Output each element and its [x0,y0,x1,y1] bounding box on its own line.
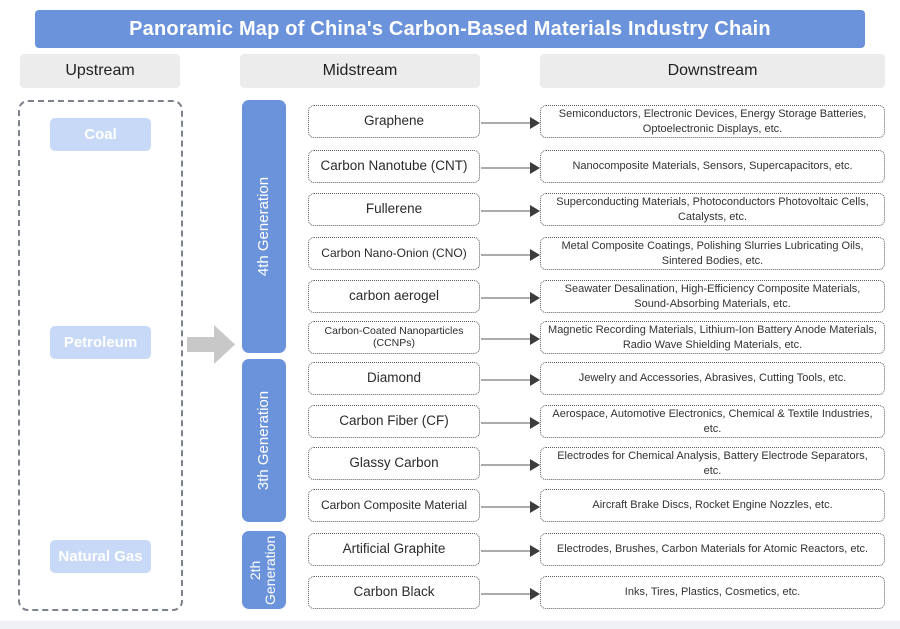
material-box: Carbon Black [308,576,480,609]
material-label: Carbon Composite Material [320,498,468,513]
material-box: Fullerene [308,193,480,226]
connector-line [481,593,532,595]
material-label: Diamond [366,370,422,386]
application-label: Electrodes, Brushes, Carbon Materials fo… [556,543,869,556]
arrow-head-icon [530,417,540,429]
material-label: Graphene [363,113,425,129]
arrow-head-icon [530,117,540,129]
generation-bar-label: 3th Generation [255,390,273,491]
application-box: Electrodes, Brushes, Carbon Materials fo… [540,533,885,566]
column-header-upstream: Upstream [20,54,180,88]
arrow-head-icon [530,292,540,304]
material-box: Carbon-Coated Nanoparticles (CCNPs) [308,321,480,354]
connector-line [481,422,532,424]
material-box: Carbon Nanotube (CNT) [308,150,480,183]
connector-line [481,167,532,169]
material-label: Carbon-Coated Nanoparticles (CCNPs) [324,325,464,349]
connector-line [481,254,532,256]
application-box: Metal Composite Coatings, Polishing Slur… [540,237,885,270]
application-label: Metal Composite Coatings, Polishing Slur… [561,240,864,267]
material-label: Carbon Nanotube (CNT) [320,158,468,174]
connector-line [481,122,532,124]
connector-line [481,297,532,299]
footer-strip [0,621,900,629]
generation-bar-2th: 2th Generation [242,531,286,609]
application-box: Jewelry and Accessories, Abrasives, Cutt… [540,362,885,395]
connector-line [481,210,532,212]
material-box: Carbon Nano-Onion (CNO) [308,237,480,270]
arrow-head-icon [530,459,540,471]
material-box: Artificial Graphite [308,533,480,566]
material-label: Artificial Graphite [342,541,446,557]
arrow-head-icon [530,588,540,600]
connector-line [481,506,532,508]
application-box: Semiconductors, Electronic Devices, Ener… [540,105,885,138]
generation-bar-label: 2th Generation [247,535,280,605]
material-label: Carbon Black [353,584,435,600]
material-box: Graphene [308,105,480,138]
application-label: Inks, Tires, Plastics, Cosmetics, etc. [624,586,801,599]
connector-line [481,379,532,381]
application-label: Magnetic Recording Materials, Lithium-Io… [548,324,877,351]
page-title: Panoramic Map of China's Carbon-Based Ma… [129,17,771,40]
upstream-resource-coal: Coal [50,118,151,151]
application-box: Seawater Desalination, High-Efficiency C… [540,280,885,313]
material-label: Fullerene [365,201,423,217]
application-label: Semiconductors, Electronic Devices, Ener… [558,108,867,135]
upstream-resource-natural-gas: Natural Gas [50,540,151,573]
arrow-head-icon [530,205,540,217]
material-box: Carbon Composite Material [308,489,480,522]
application-label: Seawater Desalination, High-Efficiency C… [564,283,861,310]
material-label: Carbon Nano-Onion (CNO) [321,246,467,261]
application-box: Magnetic Recording Materials, Lithium-Io… [540,321,885,354]
connector-line [481,550,532,552]
connector-line [481,338,532,340]
column-header-midstream: Midstream [240,54,480,88]
arrow-head-icon [530,374,540,386]
generation-bar-4th: 4th Generation [242,100,286,353]
material-box: Glassy Carbon [308,447,480,480]
arrow-head-icon [530,249,540,261]
material-box: Carbon Fiber (CF) [308,405,480,438]
generation-bar-label: 4th Generation [255,176,273,277]
column-header-downstream: Downstream [540,54,885,88]
application-box: Inks, Tires, Plastics, Cosmetics, etc. [540,576,885,609]
upstream-to-midstream-arrow-icon [187,325,235,364]
upstream-dashed-container [18,100,183,611]
application-label: Aircraft Brake Discs, Rocket Engine Nozz… [592,499,833,512]
material-box: Diamond [308,362,480,395]
connector-line [481,464,532,466]
generation-bar-3th: 3th Generation [242,359,286,522]
application-label: Nanocomposite Materials, Sensors, Superc… [572,160,853,173]
arrow-head-icon [530,545,540,557]
arrow-head-icon [530,333,540,345]
title-banner: Panoramic Map of China's Carbon-Based Ma… [35,10,865,48]
material-box: carbon aerogel [308,280,480,313]
material-label: carbon aerogel [348,288,440,304]
application-box: Aerospace, Automotive Electronics, Chemi… [540,405,885,438]
material-label: Carbon Fiber (CF) [339,413,449,429]
application-label: Electrodes for Chemical Analysis, Batter… [557,450,868,477]
application-label: Aerospace, Automotive Electronics, Chemi… [552,408,873,435]
application-label: Jewelry and Accessories, Abrasives, Cutt… [578,372,847,385]
application-label: Superconducting Materials, Photoconducto… [556,196,869,223]
arrow-head-icon [530,162,540,174]
arrow-head-icon [530,501,540,513]
material-label: Glassy Carbon [349,455,439,471]
application-box: Superconducting Materials, Photoconducto… [540,193,885,226]
application-box: Aircraft Brake Discs, Rocket Engine Nozz… [540,489,885,522]
application-box: Electrodes for Chemical Analysis, Batter… [540,447,885,480]
upstream-resource-petroleum: Petroleum [50,326,151,359]
application-box: Nanocomposite Materials, Sensors, Superc… [540,150,885,183]
